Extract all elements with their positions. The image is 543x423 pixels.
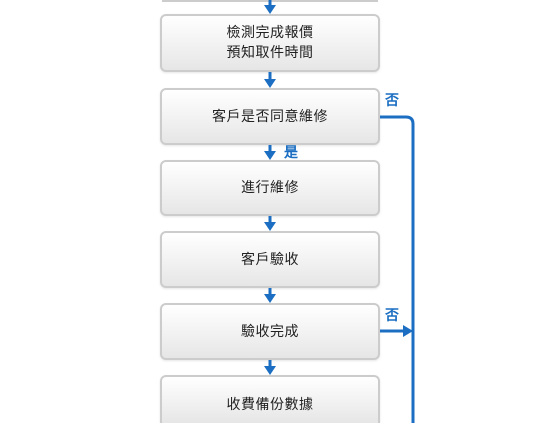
- arrow-into-consent-step: [264, 72, 276, 88]
- consent-no-label: 否: [385, 93, 399, 109]
- step-quote-box: 檢測完成報價 預知取件時間: [160, 14, 380, 72]
- step-billing-box: 收費備份數據: [160, 375, 380, 423]
- arrow-into-accepted-step: [264, 288, 276, 303]
- arrow-into-inspection-step: [264, 216, 276, 231]
- consent-yes-label: 是: [284, 145, 298, 161]
- arrow-into-quote-step: [264, 0, 276, 14]
- step-accepted-box: 驗收完成: [160, 303, 380, 360]
- step-consent-box: 客戶是否同意維修: [160, 88, 380, 145]
- step-accepted-label: 驗收完成: [241, 323, 299, 340]
- step-inspection-label: 客戶驗收: [241, 251, 299, 268]
- arrow-consent-yes-to-repair: [264, 145, 276, 160]
- step-repair-label: 進行維修: [241, 180, 299, 196]
- connector-consent-no-branch: [380, 115, 415, 423]
- step-consent-label: 客戶是否同意維修: [212, 108, 328, 125]
- arrow-into-billing-step: [264, 360, 276, 375]
- step-inspection-box: 客戶驗收: [160, 231, 380, 288]
- arrow-accepted-no-branch: [380, 325, 413, 337]
- step-repair-box: 進行維修: [160, 160, 380, 216]
- acceptance-no-label: 否: [385, 308, 399, 324]
- step-billing-label: 收費備份數據: [226, 397, 314, 413]
- previous-step-box-edge: [162, 0, 378, 2]
- step-quote-line-1: 檢測完成報價: [226, 25, 314, 41]
- step-quote-line-2: 預知取件時間: [226, 45, 314, 61]
